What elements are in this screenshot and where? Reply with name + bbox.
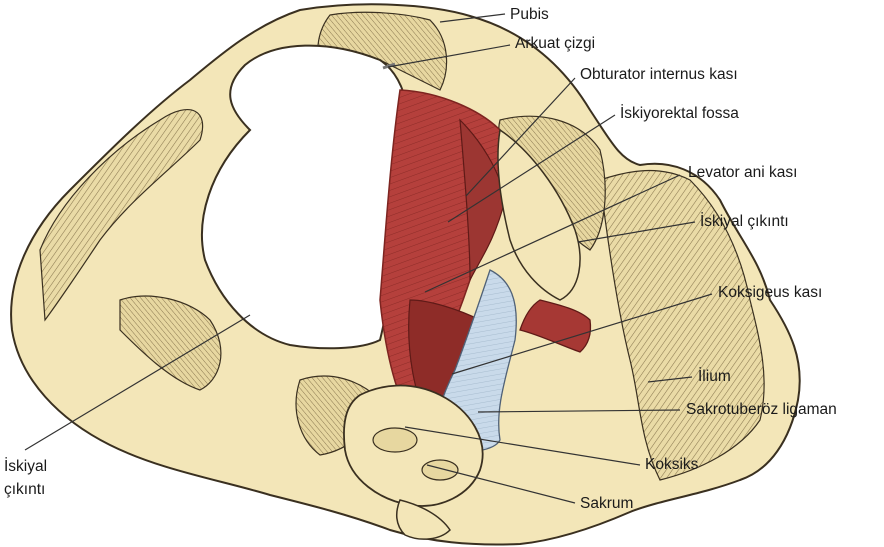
- label-levator-ani: Levator ani kası: [688, 164, 797, 182]
- sacral-foramen: [373, 428, 417, 452]
- label-arkuat-cizgi: Arkuat çizgi: [515, 35, 595, 53]
- label-iskiyorektal-fossa: İskiyorektal fossa: [620, 105, 739, 123]
- pelvic-opening: [202, 46, 410, 349]
- label-ilium: İlium: [698, 368, 731, 386]
- sacral-foramen-2: [422, 460, 458, 480]
- label-iskiyal-cikinti-right: İskiyal çıkıntı: [700, 213, 789, 231]
- label-koksiks: Koksiks: [645, 456, 698, 474]
- label-sakrotuberoz: Sakrotuberöz ligaman: [686, 401, 837, 419]
- label-iskiyal-left-line1: İskiyal: [4, 458, 47, 476]
- label-koksigeus: Koksigeus kası: [718, 284, 822, 302]
- label-sakrum: Sakrum: [580, 495, 633, 513]
- label-pubis: Pubis: [510, 6, 549, 24]
- label-obturator-internus: Obturator internus kası: [580, 66, 738, 84]
- label-iskiyal-left-line2: çıkıntı: [4, 481, 45, 499]
